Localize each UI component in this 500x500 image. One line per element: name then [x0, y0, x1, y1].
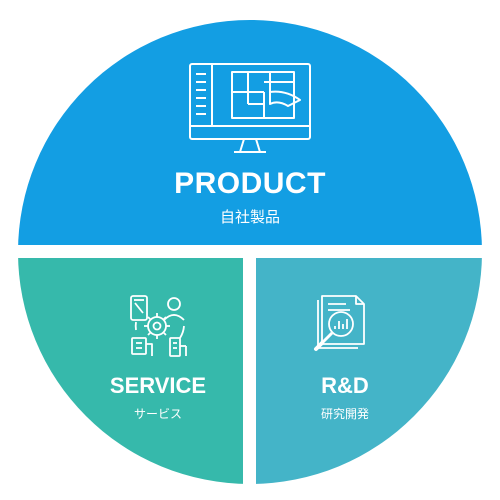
service-people-gear-icon — [130, 295, 187, 357]
product-title: PRODUCT — [174, 167, 326, 200]
document-magnifier-icon — [314, 295, 365, 351]
monitor-icon — [189, 63, 311, 153]
product-subtitle: 自社製品 — [219, 208, 280, 226]
rd-subtitle: 研究開発 — [320, 407, 369, 421]
service-subtitle: サービス — [133, 407, 182, 421]
service-title: SERVICE — [109, 373, 207, 398]
rd-title: R&D — [321, 373, 369, 398]
